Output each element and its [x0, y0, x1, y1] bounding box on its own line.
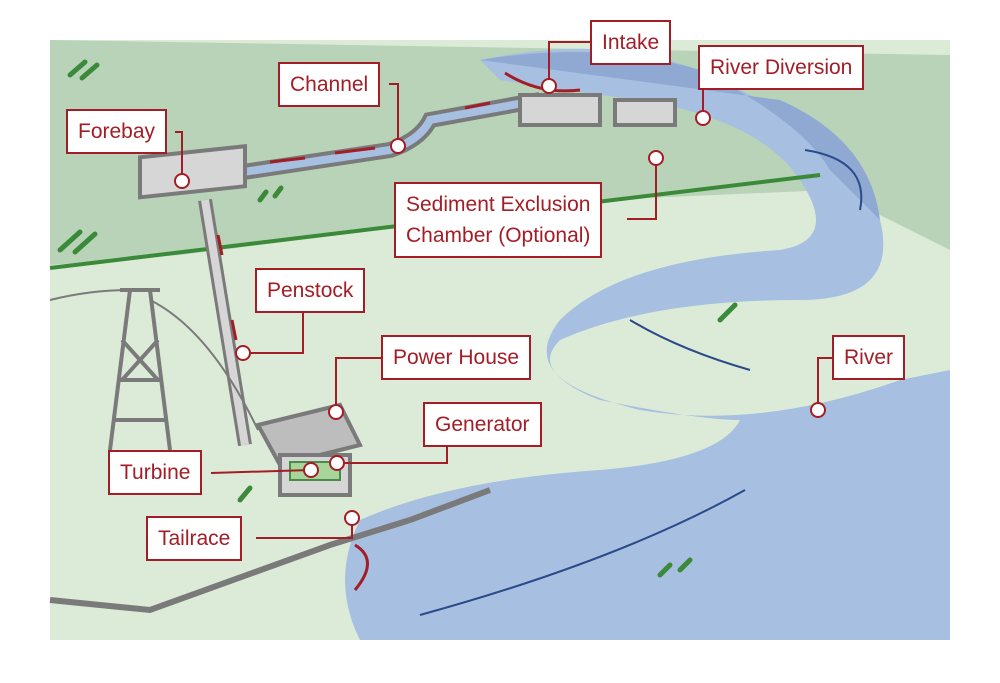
- power-lines: [49, 289, 259, 431]
- diversion-weir: [613, 98, 677, 127]
- label-generator: Generator: [423, 402, 542, 447]
- label-channel: Channel: [278, 62, 381, 107]
- penstock-inner: [201, 199, 249, 446]
- forebay: [138, 144, 247, 200]
- leader-lines: [175, 41, 832, 539]
- river-upper: [480, 52, 880, 220]
- riverbank: [49, 487, 492, 614]
- label-power-house: Power House: [381, 335, 532, 380]
- water-flow-arrows: [216, 71, 581, 591]
- transmission-tower: [108, 288, 172, 451]
- label-river: River: [832, 335, 906, 380]
- marker-dots: [174, 78, 826, 526]
- label-sediment-line2: Chamber (Optional): [406, 224, 591, 247]
- label-intake: Intake: [590, 20, 672, 65]
- power-house-roof: [254, 402, 363, 468]
- channel-water: [189, 96, 541, 184]
- label-sediment-line1: Sediment Exclusion: [406, 193, 591, 216]
- flow-arrow: [804, 149, 863, 211]
- grass-marks: [57, 59, 738, 578]
- label-river-diversion: River Diversion: [698, 45, 865, 90]
- label-sediment-chamber: Sediment Exclusion Chamber (Optional): [394, 182, 603, 258]
- label-forebay: Forebay: [66, 109, 168, 154]
- flow-arrow: [419, 489, 746, 616]
- label-turbine: Turbine: [108, 450, 203, 495]
- flow-arrow: [629, 319, 751, 371]
- label-tailrace: Tailrace: [146, 516, 243, 561]
- label-penstock: Penstock: [255, 268, 366, 313]
- river: [345, 48, 950, 640]
- sediment-chamber: [518, 93, 602, 127]
